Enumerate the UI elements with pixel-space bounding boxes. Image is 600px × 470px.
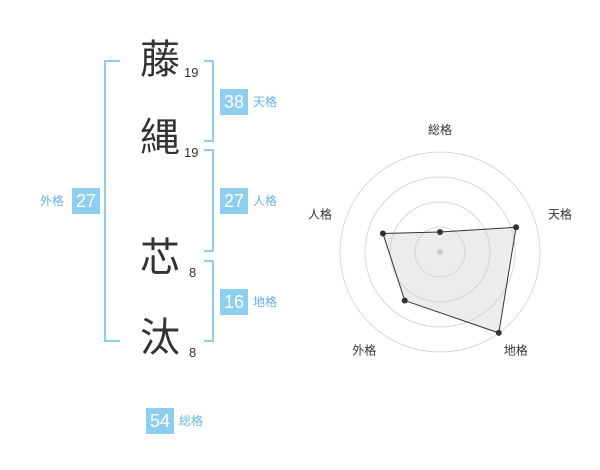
- radar-point-5: [379, 230, 386, 237]
- gaikaku-value: 27: [72, 188, 100, 214]
- tenkaku-label: 天格: [253, 95, 278, 109]
- jinkaku-label: 人格: [253, 194, 278, 208]
- chikaku-bracket: [204, 260, 214, 342]
- gaikaku-bracket: [104, 60, 120, 342]
- radar-axis-label-5: 人格: [308, 206, 332, 221]
- chikaku-label: 地格: [253, 295, 278, 309]
- radar-center: [437, 249, 443, 255]
- radar-ring: [339, 151, 541, 353]
- name-char-1: 藤: [140, 37, 180, 83]
- radar-series-area: [382, 226, 517, 334]
- jinkaku-bracket: [204, 149, 214, 252]
- tenkaku-value: 38: [220, 89, 248, 115]
- chikaku-value: 16: [220, 289, 248, 315]
- radar-point-3: [495, 329, 502, 336]
- radar-point-4: [401, 297, 408, 304]
- name-char-2: 縄: [140, 115, 180, 161]
- name-char-3: 芯: [140, 235, 180, 281]
- name-char-4: 汰: [140, 315, 180, 361]
- radar-ring: [389, 201, 491, 303]
- stroke-count-1: 19: [184, 65, 199, 80]
- radar-point-1: [437, 229, 443, 235]
- radar-axis-label-4: 外格: [352, 343, 376, 358]
- soukaku-label: 総格: [179, 414, 204, 428]
- stroke-count-3: 8: [189, 265, 197, 280]
- soukaku-value: 54: [146, 408, 174, 434]
- tenkaku-bracket: [204, 60, 214, 142]
- radar-axis-label-3: 地格: [504, 343, 528, 358]
- stroke-count-4: 8: [189, 345, 197, 360]
- jinkaku-value: 27: [220, 188, 248, 214]
- radar-ring: [364, 176, 516, 328]
- gaikaku-label: 外格: [40, 194, 65, 208]
- radar-ring: [414, 226, 466, 278]
- radar-axis-label-2: 天格: [548, 206, 572, 221]
- stroke-count-2: 19: [184, 145, 199, 160]
- radar-point-2: [513, 224, 520, 231]
- radar-axis-label-1: 総格: [428, 122, 452, 137]
